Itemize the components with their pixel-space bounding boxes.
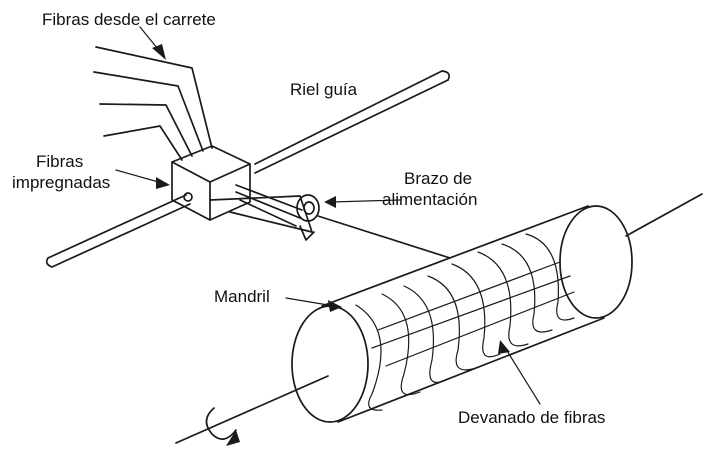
- impregnation-box: [171, 145, 251, 221]
- rotation-arrow-icon: [205, 407, 240, 446]
- label-brazo-2: alimentación: [382, 190, 478, 209]
- label-devanado: Devanado de fibras: [458, 408, 606, 427]
- leader-lines: [115, 26, 541, 405]
- arrow-head-icon: [156, 177, 170, 189]
- arrow-head-icon: [152, 44, 166, 60]
- feed-arm: [209, 184, 320, 241]
- fiber-windings: [355, 233, 575, 411]
- spool-fibers: [93, 46, 213, 161]
- arrow-head-icon: [324, 196, 336, 208]
- feed-fiber: [317, 215, 451, 259]
- label-fibras-impregnadas-2: impregnadas: [12, 173, 111, 192]
- arrow-head-icon: [498, 340, 510, 354]
- label-fibras-carrete: Fibras desde el carrete: [42, 10, 216, 29]
- label-brazo-1: Brazo de: [404, 169, 473, 188]
- label-mandril: Mandril: [214, 287, 270, 306]
- guide-rail: [45, 70, 450, 268]
- arrow-head-icon: [328, 300, 342, 312]
- mandrel-shaft: [175, 193, 703, 444]
- label-fibras-impregnadas-1: Fibras: [36, 152, 84, 171]
- mandrel: [291, 205, 633, 423]
- label-riel-guia: Riel guía: [290, 80, 358, 99]
